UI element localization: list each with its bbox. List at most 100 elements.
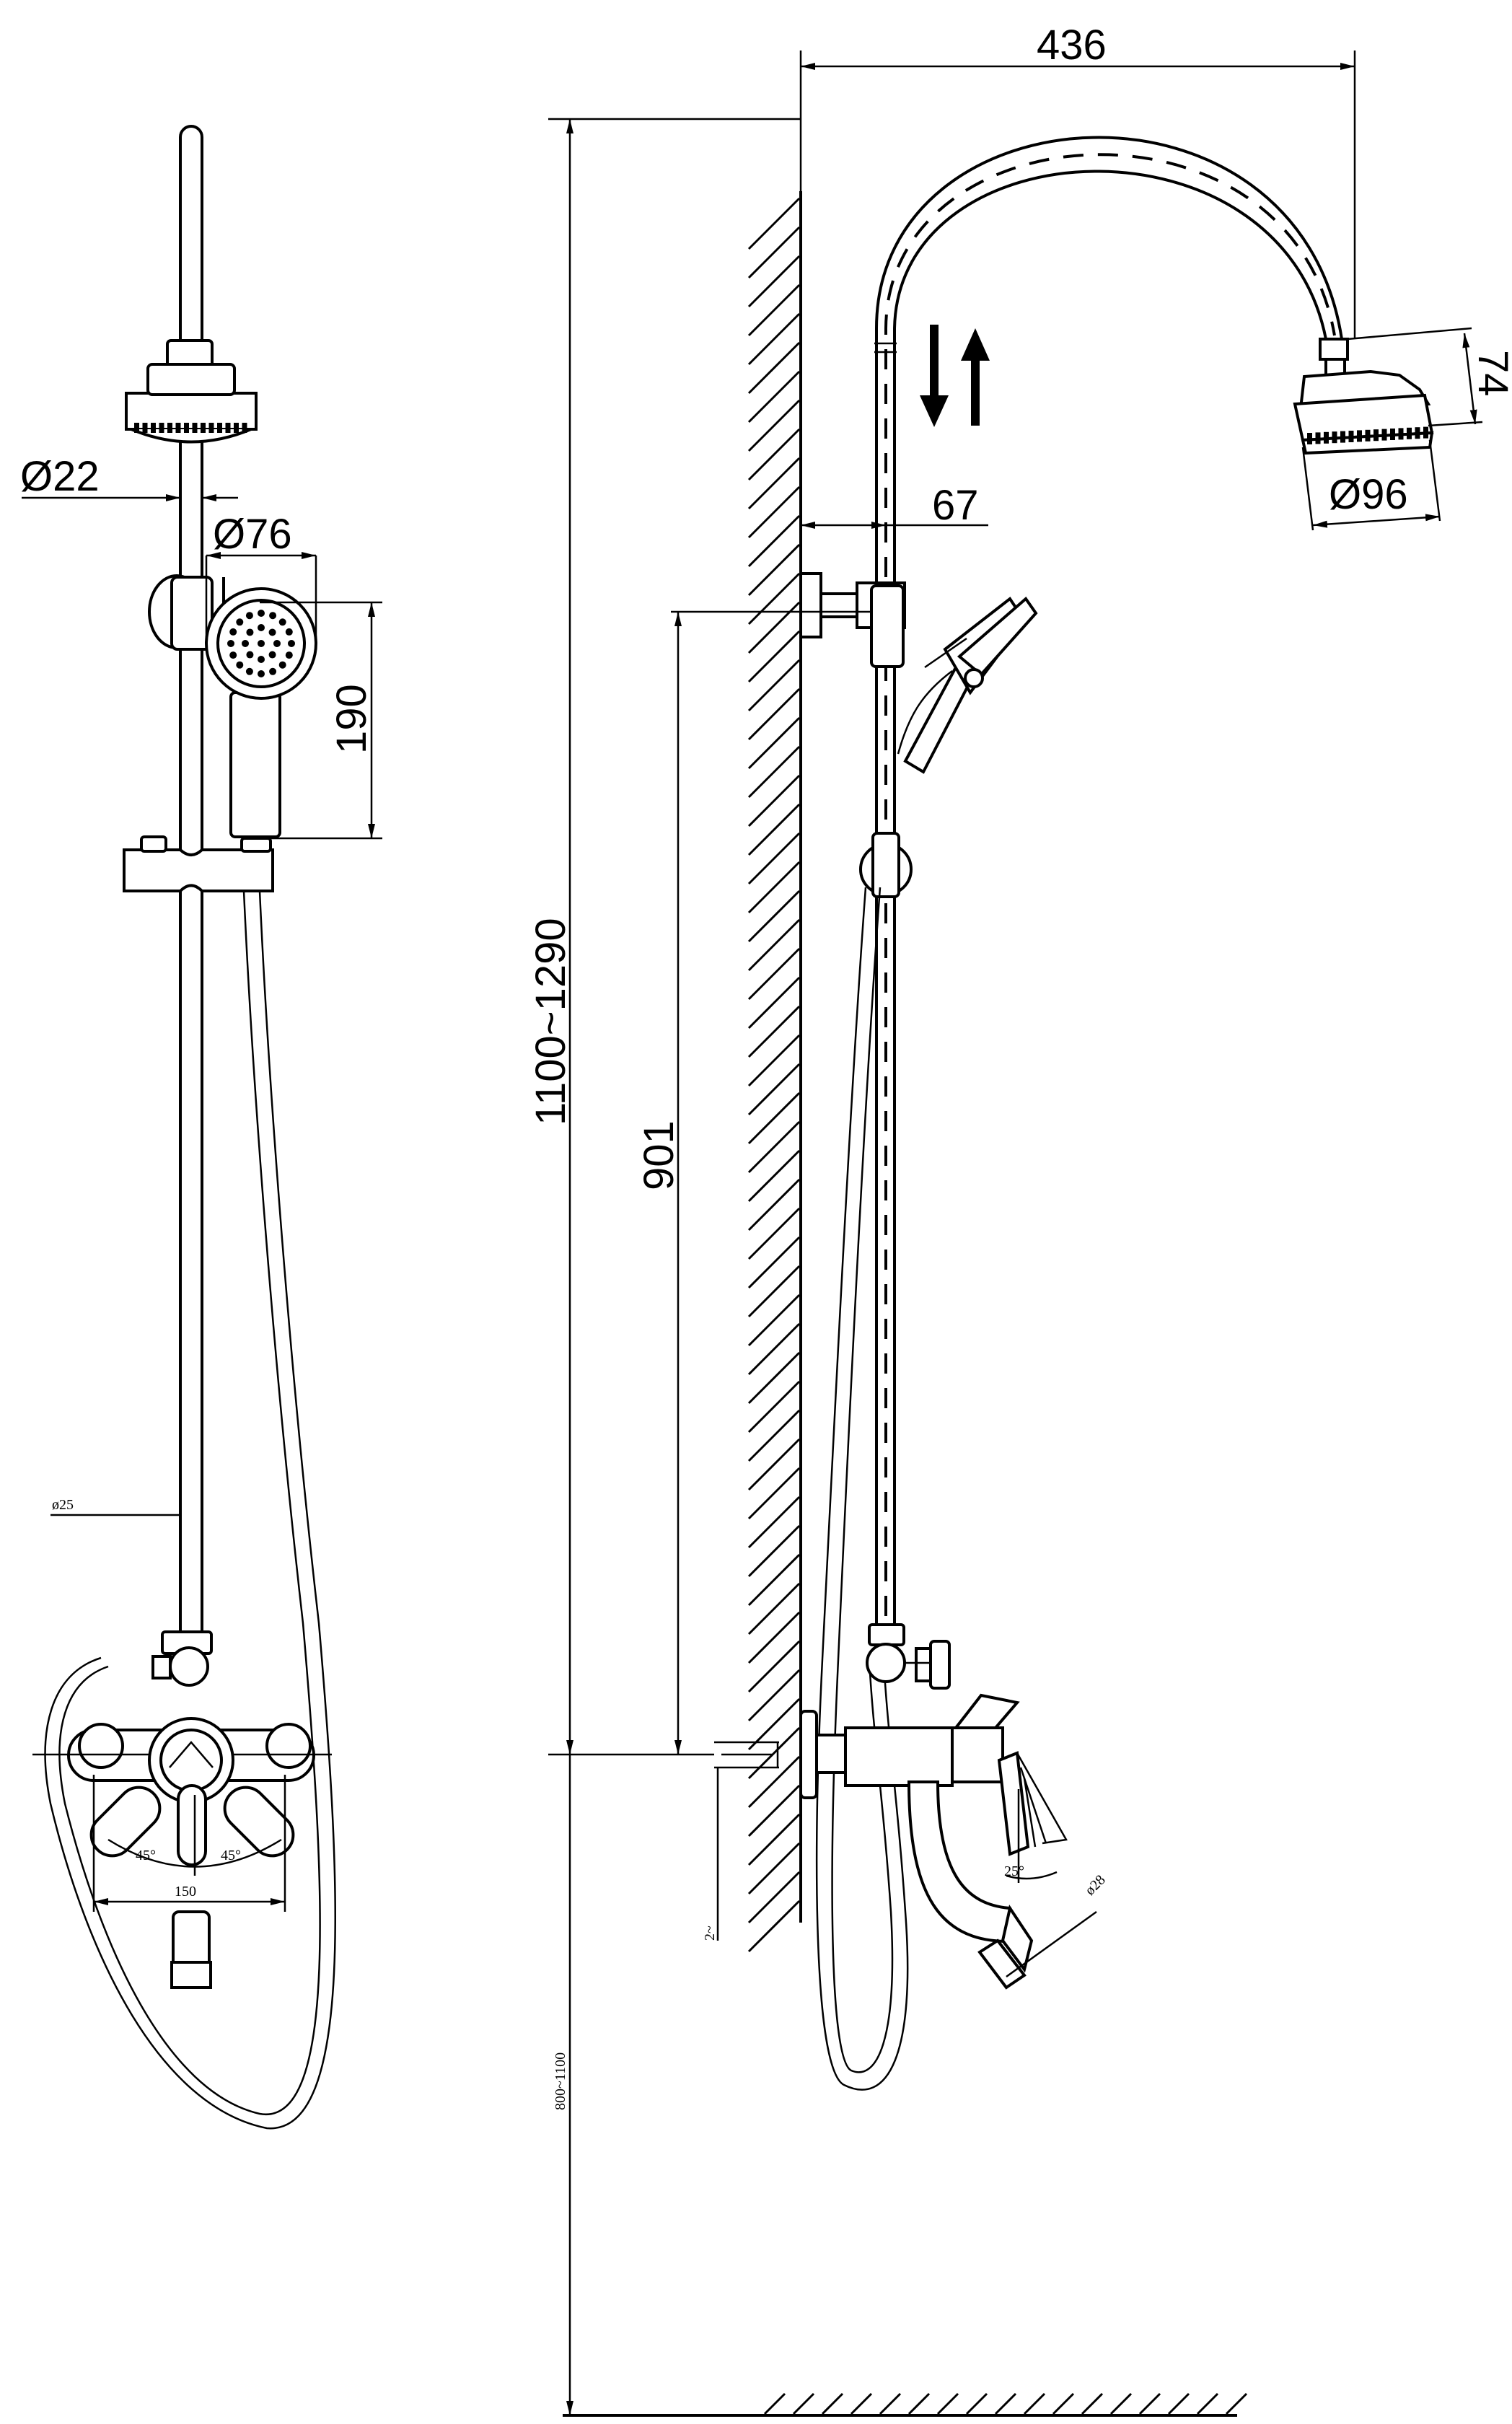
label-side-wall-offset: 67 bbox=[932, 482, 979, 529]
nozzle bbox=[1340, 431, 1345, 443]
wall-hatch-line bbox=[747, 1755, 801, 1809]
wall-hatch-line bbox=[747, 399, 801, 452]
dim-front-bar-diameter: Ø22 bbox=[20, 453, 238, 501]
wall-hatch-line bbox=[747, 341, 801, 395]
wall-hatching bbox=[747, 197, 801, 1953]
wall-hatch-line bbox=[747, 1236, 801, 1289]
nozzle bbox=[192, 423, 198, 433]
front-hand-shower bbox=[205, 587, 317, 838]
nozzle bbox=[151, 423, 156, 433]
nozzle bbox=[258, 610, 265, 617]
label-side-head-height: 74 bbox=[1469, 350, 1512, 397]
side-diverter bbox=[866, 1623, 951, 1690]
label-front-valve-spacing: 150 bbox=[175, 1884, 196, 1900]
nozzle bbox=[1415, 427, 1420, 439]
adjust-arrows bbox=[920, 325, 990, 427]
wall-hatch-line bbox=[747, 1467, 801, 1520]
nozzle bbox=[1307, 433, 1312, 444]
floor-hatch-line bbox=[1167, 2392, 1190, 2415]
nozzle bbox=[269, 667, 277, 675]
wall-hatch-line bbox=[747, 745, 801, 799]
nozzle bbox=[227, 640, 234, 647]
nozzle bbox=[217, 423, 222, 433]
nozzle bbox=[268, 628, 276, 636]
nozzle bbox=[258, 624, 265, 631]
nozzle bbox=[1324, 431, 1329, 444]
floor-hatch-line bbox=[907, 2392, 931, 2415]
floor-hatch-line bbox=[1138, 2392, 1161, 2415]
wall-hatch-line bbox=[747, 861, 801, 914]
wall-hatch-line bbox=[747, 1005, 801, 1058]
side-mixer-body bbox=[799, 1693, 1097, 1990]
nozzle bbox=[273, 640, 281, 647]
nozzle bbox=[288, 640, 295, 647]
label-side-arm-reach: 436 bbox=[1037, 22, 1107, 69]
side-hose-inner bbox=[831, 887, 894, 2073]
nozzle bbox=[269, 612, 277, 620]
nozzle bbox=[201, 423, 206, 433]
wall-hatch-line bbox=[747, 486, 801, 539]
wall-hatch-line bbox=[747, 1553, 801, 1607]
wall-hatch-line bbox=[747, 976, 801, 1029]
nozzle bbox=[234, 423, 239, 433]
wall-hatch-line bbox=[747, 255, 801, 308]
label-front-handshower-height: 190 bbox=[328, 684, 375, 754]
wall-hatch-line bbox=[747, 947, 801, 1001]
floor-hatch-line bbox=[965, 2392, 988, 2415]
side-hand-shower bbox=[897, 597, 1038, 774]
nozzle bbox=[175, 423, 181, 433]
label-front-bar-diameter: Ø22 bbox=[20, 453, 100, 500]
nozzle bbox=[278, 618, 286, 626]
wall-hatch-line bbox=[747, 197, 801, 250]
nozzle bbox=[246, 651, 254, 659]
side-upper-wall-bracket bbox=[799, 572, 906, 668]
wall-hatch-line bbox=[747, 514, 801, 568]
wall-hatch-line bbox=[747, 1092, 801, 1145]
nozzle bbox=[246, 628, 254, 636]
wall-hatch-line bbox=[747, 284, 801, 337]
floor-hatch-line bbox=[1023, 2392, 1046, 2415]
wall-hatch-line bbox=[747, 774, 801, 827]
dim-side-total-height: 1100~1290 bbox=[527, 118, 801, 1756]
nozzle bbox=[159, 423, 164, 433]
floor-hatch-line bbox=[763, 2392, 786, 2415]
nozzle bbox=[258, 670, 265, 677]
nozzle bbox=[285, 628, 293, 636]
side-overhead-shower-head bbox=[1293, 338, 1434, 455]
wall-hatch-line bbox=[747, 688, 801, 741]
nozzle bbox=[268, 651, 276, 659]
nozzle bbox=[134, 423, 139, 433]
wall-hatch-line bbox=[747, 226, 801, 279]
wall-hatch-line bbox=[747, 1784, 801, 1837]
front-hose-outer bbox=[58, 890, 321, 2116]
nozzle bbox=[1398, 428, 1404, 440]
wall-hatch-line bbox=[747, 1149, 801, 1203]
nozzle bbox=[242, 640, 249, 647]
front-view: Ø22 Ø76 190 ø25 45° 45° 150 bbox=[20, 125, 382, 2130]
dim-side-arm-reach: 436 bbox=[799, 22, 1356, 339]
wall-hatch-line bbox=[747, 1698, 801, 1751]
wall-hatch-line bbox=[747, 918, 801, 972]
front-overhead-shower-head bbox=[125, 363, 258, 444]
label-side-holder-height: 901 bbox=[636, 1120, 682, 1190]
wall-hatch-line bbox=[747, 1322, 801, 1376]
nozzle bbox=[242, 423, 247, 433]
front-slider-bracket bbox=[123, 835, 274, 892]
floor-hatch-line bbox=[879, 2392, 902, 2415]
wall-hatch-line bbox=[747, 1496, 801, 1549]
floor-hatch-line bbox=[850, 2392, 873, 2415]
front-mixer-body bbox=[32, 1630, 332, 1989]
wall-hatch-line bbox=[747, 601, 801, 654]
wall-hatch-line bbox=[747, 659, 801, 712]
side-slider-knob bbox=[859, 832, 913, 898]
wall-hatch-line bbox=[747, 1380, 801, 1433]
floor-hatch-line bbox=[1225, 2392, 1248, 2415]
nozzle bbox=[142, 423, 148, 433]
nozzle bbox=[1332, 431, 1337, 444]
label-side-lever-angle: 25° bbox=[1004, 1863, 1024, 1879]
wall-hatch-line bbox=[747, 1640, 801, 1693]
wall-hatch-line bbox=[747, 572, 801, 625]
wall-hatch-line bbox=[747, 543, 801, 597]
wall-hatch-line bbox=[747, 803, 801, 856]
wall-hatch-line bbox=[747, 832, 801, 885]
